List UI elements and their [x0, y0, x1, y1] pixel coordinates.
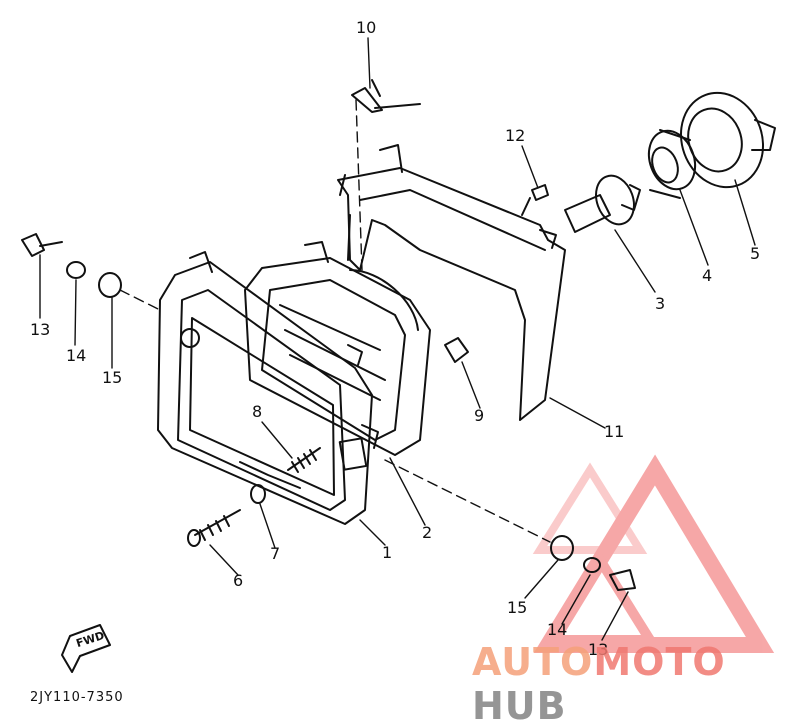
- callout-15-left: 15: [102, 368, 123, 387]
- screw-icon: [521, 184, 549, 216]
- adjust-spring-icon: [287, 447, 321, 473]
- right-fasteners-icon: [550, 535, 636, 591]
- watermark-text: AUTOMOTO HUB: [472, 640, 800, 727]
- callout-13-left: 13: [30, 320, 51, 339]
- callout-8: 8: [252, 402, 263, 421]
- callout-2: 2: [422, 523, 433, 542]
- callout-15-right: 15: [507, 598, 528, 617]
- callout-14-right: 14: [547, 620, 568, 639]
- watermark-part-auto: AUTO: [472, 640, 594, 684]
- callout-10: 10: [356, 18, 377, 37]
- callout-13-right: 13: [588, 640, 609, 659]
- callout-4: 4: [702, 266, 713, 285]
- fwd-arrow-icon: [61, 624, 111, 673]
- spring-clip-icon: [351, 79, 421, 113]
- callout-6: 6: [233, 571, 244, 590]
- watermark-part-hub: HUB: [472, 684, 567, 727]
- left-fasteners-icon: [21, 233, 122, 298]
- nut-icon: [444, 337, 469, 363]
- headlight-rim-icon: [157, 251, 373, 525]
- diagram-code: 2JY110-7350: [30, 690, 124, 705]
- headlight-bracket-icon: [337, 144, 566, 421]
- callout-7: 7: [270, 544, 281, 563]
- callout-9: 9: [474, 406, 485, 425]
- bulb-socket-icon: [647, 129, 697, 199]
- callout-14-left: 14: [66, 346, 87, 365]
- callout-11: 11: [604, 422, 625, 441]
- callout-3: 3: [655, 294, 666, 313]
- rubber-cover-icon: [679, 91, 776, 189]
- leader-lines: [39, 37, 756, 641]
- watermark-part-moto: MOTO: [593, 640, 726, 684]
- bulb-icon: [564, 174, 641, 233]
- callout-5: 5: [750, 244, 761, 263]
- alignment-lines: [119, 99, 551, 543]
- callout-1: 1: [382, 543, 393, 562]
- watermark-logo-icon: [532, 454, 775, 653]
- washer-icon: [250, 484, 266, 504]
- long-screw-icon: [187, 509, 241, 547]
- callout-12: 12: [505, 126, 526, 145]
